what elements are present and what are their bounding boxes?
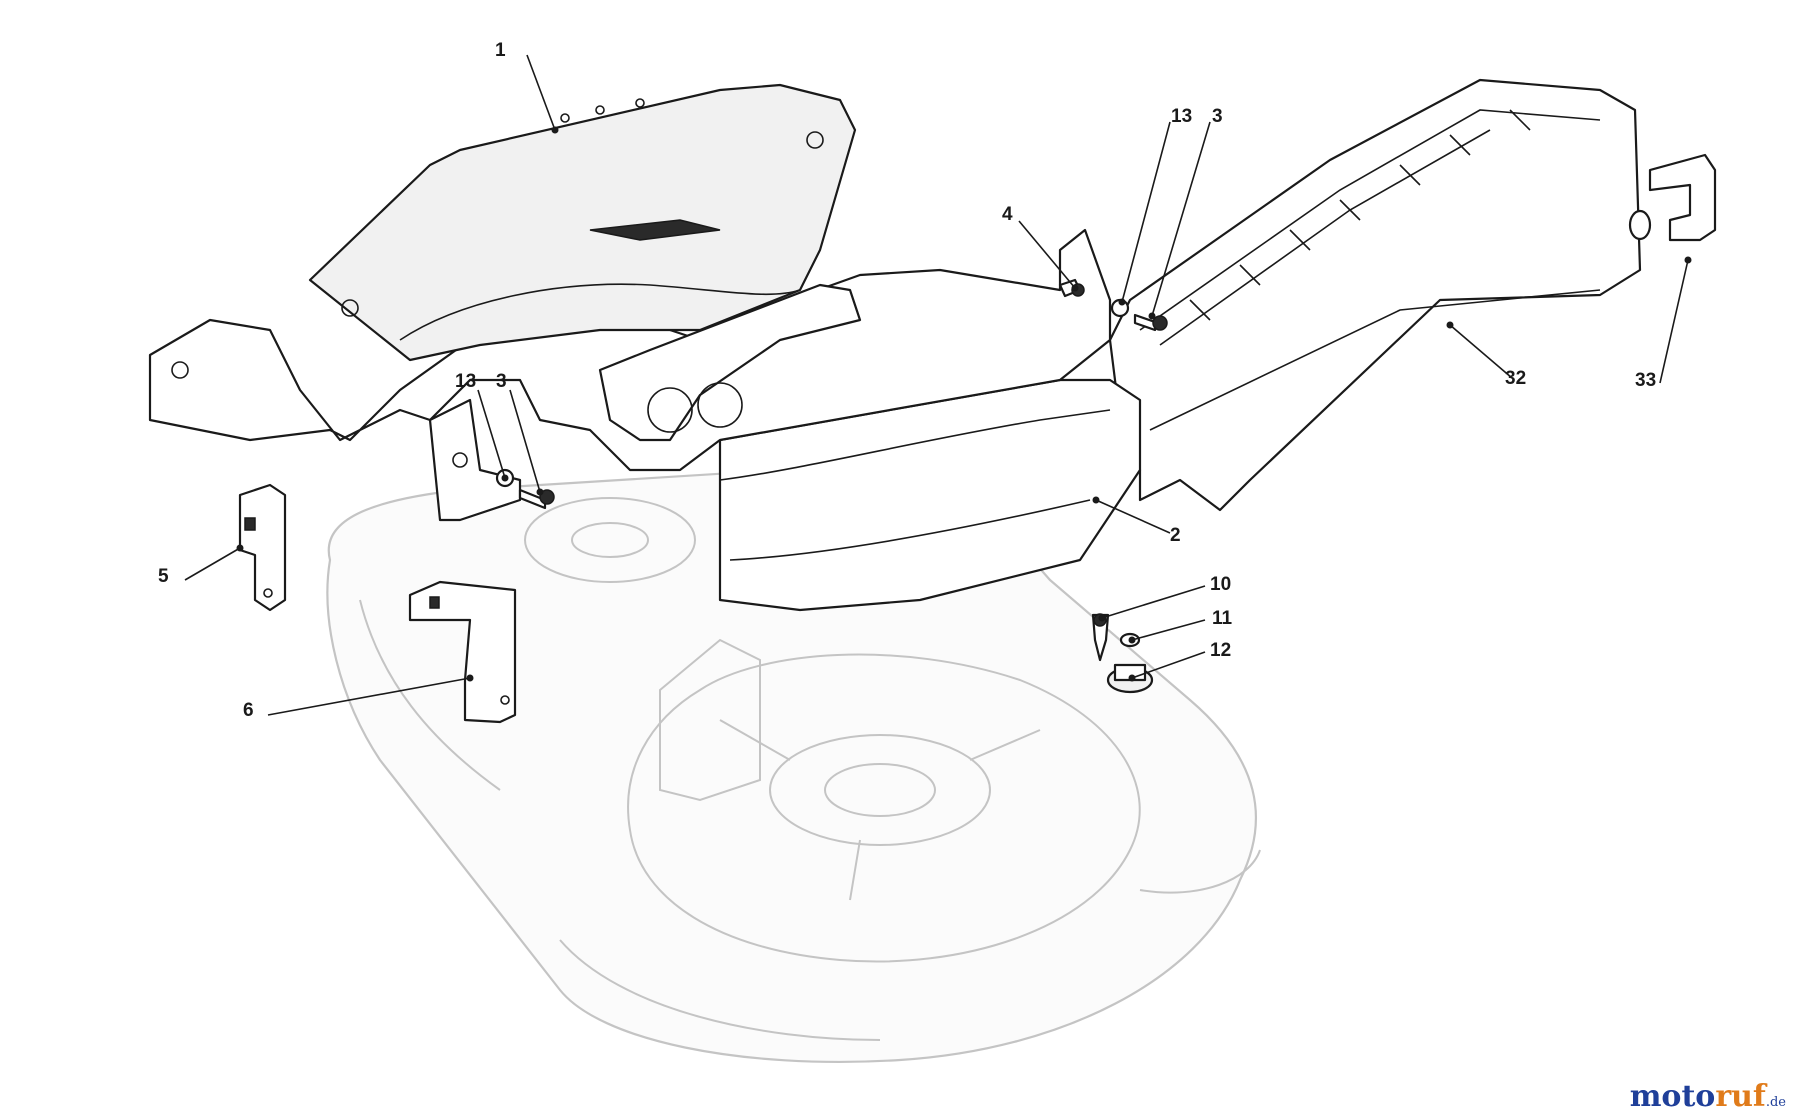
part-6-bracket bbox=[408, 580, 517, 724]
callout-label-32: 32 bbox=[1505, 368, 1526, 389]
callout-5: 5 bbox=[158, 544, 244, 587]
callout-13b: 13 bbox=[1118, 106, 1192, 306]
part-33-clip bbox=[1628, 153, 1717, 242]
callout-label-3a: 3 bbox=[496, 371, 507, 392]
callout-3b: 3 bbox=[1148, 106, 1223, 320]
mower-deck-ghost bbox=[326, 468, 1261, 1063]
callout-4: 4 bbox=[1002, 204, 1079, 292]
callout-1: 1 bbox=[495, 40, 559, 134]
callout-label-2: 2 bbox=[1170, 525, 1181, 546]
part-32-discharge-chute bbox=[1108, 78, 1642, 512]
motoruf-watermark: motoruf.de bbox=[1629, 1079, 1786, 1114]
callout-label-11: 11 bbox=[1212, 608, 1233, 629]
callout-label-13b: 13 bbox=[1171, 106, 1192, 127]
callout-6: 6 bbox=[243, 674, 474, 721]
callout-13a: 13 bbox=[455, 371, 509, 482]
callout-label-13a: 13 bbox=[455, 371, 476, 392]
callout-32: 32 bbox=[1446, 321, 1526, 389]
part-5-bracket bbox=[238, 483, 287, 612]
callout-11: 11 bbox=[1128, 608, 1233, 644]
callout-label-3b: 3 bbox=[1212, 106, 1223, 127]
callout-label-1: 1 bbox=[495, 40, 506, 61]
callout-10: 10 bbox=[1098, 574, 1231, 622]
callout-label-10: 10 bbox=[1210, 574, 1231, 595]
part-2-cover bbox=[718, 378, 1142, 612]
callout-label-12: 12 bbox=[1210, 640, 1231, 661]
callout-3a: 3 bbox=[496, 371, 544, 496]
callout-33: 33 bbox=[1635, 256, 1692, 391]
callout-12: 12 bbox=[1128, 640, 1231, 682]
callout-label-5: 5 bbox=[158, 566, 169, 587]
callout-label-33: 33 bbox=[1635, 370, 1656, 391]
callout-label-4: 4 bbox=[1002, 204, 1013, 225]
callout-2: 2 bbox=[1092, 496, 1181, 546]
part-1-housing bbox=[148, 83, 1112, 522]
callout-label-6: 6 bbox=[243, 700, 254, 721]
